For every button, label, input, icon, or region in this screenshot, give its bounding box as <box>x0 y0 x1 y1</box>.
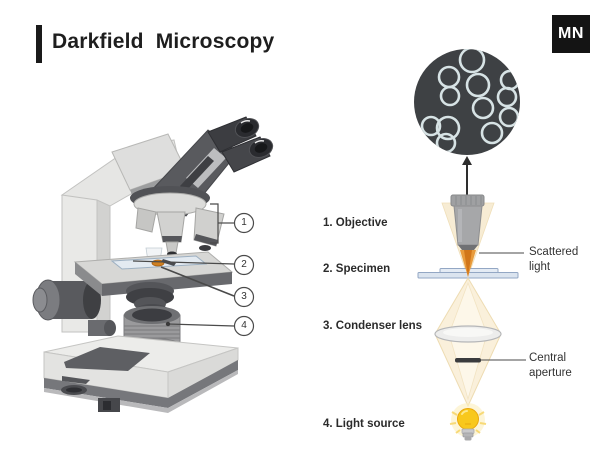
scattered-light-icon <box>460 250 476 277</box>
brand-logo: MN <box>552 15 590 53</box>
microscope-illustration <box>32 116 274 413</box>
callout-number-1: 1 <box>241 217 247 228</box>
title-accent-bar <box>36 25 42 63</box>
arrow-up-icon <box>462 156 472 198</box>
callout-number-4: 4 <box>241 320 247 331</box>
light-bulb-icon <box>449 403 487 441</box>
annotation-central-aperture: Central aperture <box>529 352 572 379</box>
callout-number-3: 3 <box>241 291 247 302</box>
central-aperture-icon <box>455 358 481 363</box>
objective-lens-icon <box>450 194 485 250</box>
darkfield-view-icon <box>414 49 520 155</box>
annotation-scattered-light: Scattered light <box>529 246 579 273</box>
label-objective: 1. Objective <box>323 217 388 229</box>
callout-lines <box>132 203 235 327</box>
condenser-lens-icon <box>434 325 502 343</box>
brand-logo-text: MN <box>558 25 584 42</box>
label-specimen: 2. Specimen <box>323 263 391 275</box>
label-condenser-lens: 3. Condenser lens <box>323 320 423 332</box>
callout-circles <box>233 212 255 337</box>
page-title: Darkfield Microscopy <box>52 30 275 53</box>
callout-number-2: 2 <box>241 259 247 270</box>
callout-4-anchor-dot <box>165 321 171 327</box>
label-light-source: 4. Light source <box>323 418 405 430</box>
